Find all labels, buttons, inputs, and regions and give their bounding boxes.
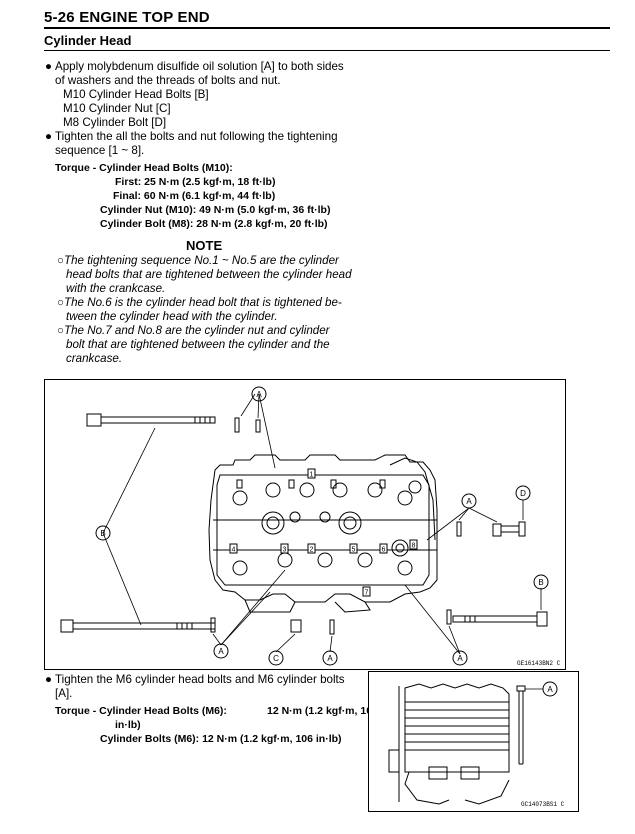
section-rule [44, 50, 610, 51]
figure2-code: GC14073BS1 C [521, 801, 565, 808]
note-line: ○The No.6 is the cylinder head bolt that… [57, 296, 342, 309]
note-line: bolt that are tightened between the cyli… [66, 338, 330, 351]
m8-bolt-d [500, 521, 526, 537]
torque-label: Torque - Cylinder Head Bolts (M10): [55, 162, 233, 174]
bullet-dot: ● [45, 673, 53, 686]
bullet3-line2: [A]. [55, 687, 73, 700]
torque-cylinder-bolt: Cylinder Bolt (M8): 28 N·m (2.8 kgf·m, 2… [100, 218, 328, 230]
washers [210, 417, 502, 635]
seq-5: 5 [352, 547, 356, 554]
seq-8: 8 [412, 543, 416, 550]
seq-2: 2 [310, 547, 314, 554]
cylinder-body [388, 683, 510, 805]
bullet1-item-c: M10 Cylinder Nut [C] [63, 102, 171, 115]
seq-6: 6 [382, 547, 386, 554]
callout-a: A [466, 497, 472, 506]
callout-a: A [218, 647, 224, 656]
callout-a: A [256, 390, 262, 399]
callout-a: A [547, 685, 553, 694]
note-line: head bolts that are tightened between th… [66, 268, 352, 281]
long-bolt-lower [60, 619, 216, 633]
long-bolt-right [452, 611, 548, 627]
note-line: ○The No.7 and No.8 are the cylinder nut … [57, 324, 330, 337]
bullet3-line1: Tighten the M6 cylinder head bolts and M… [55, 673, 345, 686]
torque2-head-cont: in·lb) [115, 719, 141, 731]
long-bolt-upper [86, 413, 216, 427]
torque2-head: 12 N·m (1.2 kgf·m, 106 [267, 705, 378, 717]
seq-3: 3 [283, 547, 287, 554]
note-line: crankcase. [66, 352, 123, 365]
callout-d: D [520, 489, 526, 498]
section-title: Cylinder Head [44, 33, 132, 48]
note-line: with the crankcase. [66, 282, 166, 295]
bullet1-line2: of washers and the threads of bolts and … [55, 74, 281, 87]
torque-final: Final: 60 N·m (6.1 kgf·m, 44 ft·lb) [113, 190, 276, 202]
bullet-dot: ● [45, 130, 53, 143]
callout-c: C [273, 654, 279, 663]
seq-4: 4 [232, 547, 236, 554]
seq-1: 1 [310, 472, 314, 479]
bullet-dot: ● [45, 60, 53, 73]
callout-a: A [457, 654, 463, 663]
seq-7: 7 [365, 590, 369, 597]
note-line: tween the cylinder head with the cylinde… [66, 310, 278, 323]
torque2-cylinder-bolts: Cylinder Bolts (M6): 12 N·m (1.2 kgf·m, … [100, 733, 342, 745]
bullet1-line1: Apply molybdenum disulfide oil solution … [55, 60, 344, 73]
m6-bolt [516, 685, 526, 765]
page-header-title: 5-26 ENGINE TOP END [44, 9, 210, 26]
bullet2-line1: Tighten the all the bolts and nut follow… [55, 130, 338, 143]
callout-b: B [538, 578, 543, 587]
note-heading: NOTE [186, 238, 223, 253]
torque-first: First: 25 N·m (2.5 kgf·m, 18 ft·lb) [115, 176, 276, 188]
callout-a: A [327, 654, 333, 663]
bullet2-line2: sequence [1 ~ 8]. [55, 144, 145, 157]
bullet1-item-d: M8 Cylinder Bolt [D] [63, 116, 167, 129]
note-line: ○The tightening sequence No.1 ~ No.5 are… [57, 254, 339, 267]
bullet1-item-b: M10 Cylinder Head Bolts [B] [63, 88, 209, 101]
header-rule [44, 27, 610, 29]
torque2-label: Torque - Cylinder Head Bolts (M6): [55, 705, 227, 717]
m6-bolts-figure: A GC14073BS1 C [368, 671, 579, 812]
figure1-code: GE16143BN2 C [517, 660, 561, 667]
cylinder-head-body [208, 454, 438, 613]
cylinder-head-figure: 1 4 3 2 5 6 7 8 [44, 379, 566, 670]
torque-cylinder-nut: Cylinder Nut (M10): 49 N·m (5.0 kgf·m, 3… [100, 204, 331, 216]
callout-b: B [100, 529, 105, 538]
